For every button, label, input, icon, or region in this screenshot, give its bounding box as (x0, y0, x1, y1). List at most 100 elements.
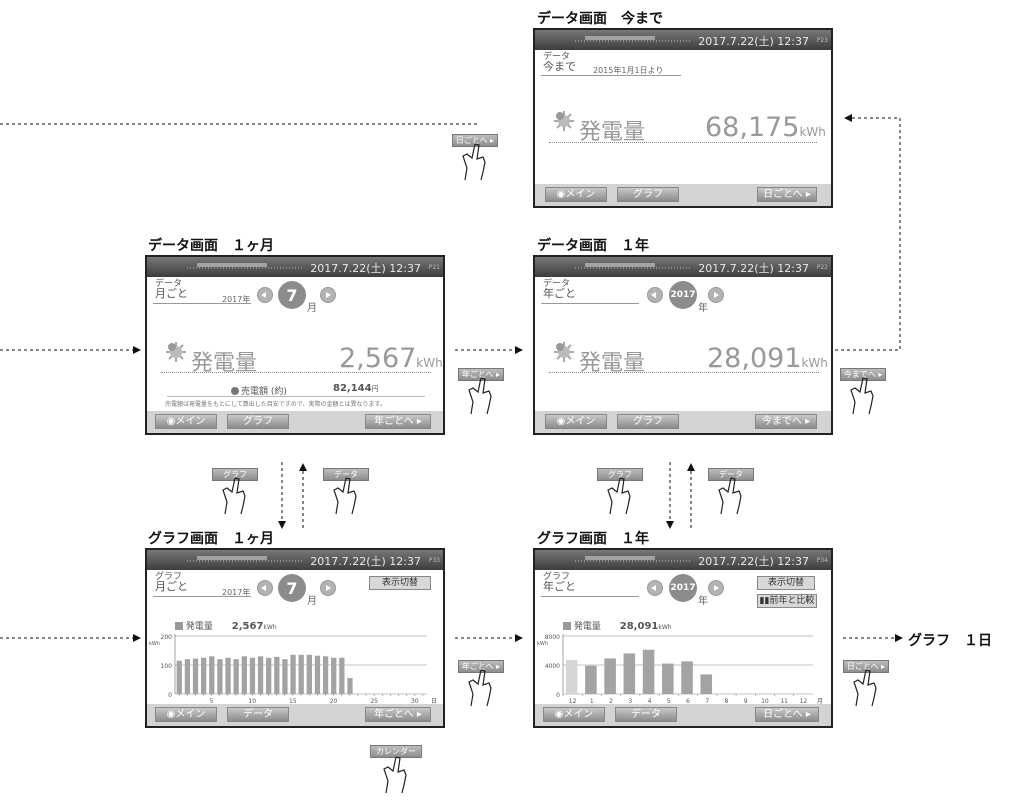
bar-day-21 (339, 657, 345, 694)
x-tick-label: 12 (800, 698, 808, 705)
main-button[interactable]: ◉メイン (545, 414, 607, 429)
screen-mode: 年ごと (543, 580, 576, 593)
signal-gauge-icon (575, 36, 690, 42)
bottom-bar: ◉メイン データ 日ごとへ ▸ (535, 704, 831, 726)
x-axis-unit: 月 (817, 698, 823, 705)
bar-month-6 (681, 661, 693, 694)
y-tick-label: 0 (556, 692, 560, 699)
page-number: P23 (816, 37, 828, 44)
dotted-divider (549, 142, 817, 143)
x-tick-label: 1 (590, 698, 594, 705)
graph-button[interactable]: グラフ (227, 414, 289, 429)
data-button[interactable]: データ (227, 707, 289, 722)
generation-value: 2,567kWh (339, 343, 443, 374)
x-tick-label: 10 (761, 698, 769, 705)
x-tick-label: 15 (289, 698, 297, 705)
dotted-divider (161, 372, 431, 373)
pointing-hand-icon (333, 477, 357, 515)
display-toggle-button[interactable]: 表示切替 (369, 576, 431, 590)
screen-mode: 年ごと (543, 287, 576, 300)
x-tick-label: 6 (686, 698, 690, 705)
next-year-button[interactable] (708, 580, 724, 596)
bar-day-2 (184, 659, 191, 694)
screen-mode: 月ごと (155, 287, 188, 300)
prev-month-button[interactable] (257, 287, 273, 303)
y-axis-unit: kWh (149, 641, 160, 647)
next-month-button[interactable] (320, 287, 336, 303)
tap-per-day-button[interactable]: 日ごとへ ▸ (843, 660, 889, 673)
main-button[interactable]: ◉メイン (155, 707, 217, 722)
pointing-hand-icon (222, 477, 246, 515)
pointing-hand-icon (462, 143, 486, 181)
title-graph-month: グラフ画面 １ヶ月 (148, 531, 274, 547)
screen-data-month: 2017.7.22(土) 12:37 P21 データ 月ごと 2017年 7 月… (145, 255, 445, 435)
y-tick-label: 0 (168, 692, 172, 699)
compare-prev-year-button[interactable]: ▮▮前年と比較 (757, 594, 817, 608)
title-data-year: データ画面 １年 (537, 238, 649, 254)
bar-day-11 (257, 656, 264, 694)
status-datetime: 2017.7.22(土) 12:37 (698, 555, 809, 568)
per-year-button[interactable]: 年ごとへ ▸ (365, 707, 431, 722)
next-month-button[interactable] (320, 580, 336, 596)
bar-day-10 (249, 657, 256, 694)
sell-amount-label: 売電額 (約) (231, 384, 287, 397)
x-tick-label: 30 (411, 698, 419, 705)
generation-label: 発電量 (191, 351, 258, 376)
screen-category: データ (155, 279, 183, 289)
divider (153, 303, 251, 304)
year-indicator: 2017 (669, 574, 697, 602)
bar-month-5 (662, 663, 674, 694)
screen-graph-month: 2017.7.22(土) 12:37 P33 グラフ 月ごと 2017年 7 月… (145, 548, 445, 728)
prev-year-button[interactable] (647, 287, 663, 303)
x-tick-label: 11 (780, 698, 788, 705)
pointing-hand-icon (718, 477, 742, 515)
year-label: 2017年 (222, 588, 251, 597)
main-button[interactable]: ◉メイン (545, 187, 607, 202)
bar-day-12 (266, 657, 272, 694)
bar-day-20 (331, 657, 337, 694)
display-toggle-button[interactable]: 表示切替 (757, 576, 815, 590)
main-button[interactable]: ◉メイン (155, 414, 217, 429)
year-suffix: 年 (698, 596, 708, 607)
pointing-hand-icon (850, 377, 874, 415)
title-data-total: データ画面 今まで (537, 11, 663, 27)
screen-graph-year: 2017.7.22(土) 12:37 P34 グラフ 年ごと 2017 年 表示… (533, 548, 833, 728)
until-now-button[interactable]: 今までへ ▸ (755, 414, 817, 429)
legend-generation: 発電量 28,091kWh (563, 619, 672, 632)
x-tick-label: 25 (370, 698, 378, 705)
per-year-button[interactable]: 年ごとへ ▸ (365, 414, 431, 429)
pointing-hand-icon (607, 477, 631, 515)
month-suffix: 月 (307, 596, 317, 607)
prev-month-button[interactable] (257, 580, 273, 596)
screen-category: グラフ (155, 572, 183, 582)
graph-button[interactable]: グラフ (617, 414, 679, 429)
bottom-bar: ◉メイン グラフ 年ごとへ ▸ (147, 411, 443, 433)
sell-amount-value: 82,144円 (333, 383, 379, 394)
screen-mode: 今まで (543, 60, 576, 73)
month-suffix: 月 (307, 303, 317, 314)
status-bar: 2017.7.22(土) 12:37 P34 (535, 550, 831, 570)
per-day-button[interactable]: 日ごとへ ▸ (755, 707, 819, 722)
y-tick-label: 100 (161, 663, 173, 670)
x-tick-label: 8 (725, 698, 729, 705)
sun-icon (554, 111, 574, 131)
next-year-button[interactable] (708, 287, 724, 303)
bottom-bar: ◉メイン グラフ 日ごとへ ▸ (535, 184, 831, 206)
main-button[interactable]: ◉メイン (543, 707, 605, 722)
per-day-button[interactable]: 日ごとへ ▸ (757, 187, 817, 202)
divider (541, 303, 639, 304)
month-indicator: 7 (278, 574, 306, 602)
dotted-divider (549, 372, 819, 373)
graph-button[interactable]: グラフ (617, 187, 679, 202)
divider (541, 596, 639, 597)
x-tick-label: 5 (210, 698, 214, 705)
data-button[interactable]: データ (615, 707, 677, 722)
prev-year-button[interactable] (647, 580, 663, 596)
x-tick-label: 7 (705, 698, 709, 705)
bar-day-3 (192, 658, 199, 694)
screen-category: データ (543, 52, 571, 62)
signal-gauge-icon (575, 263, 690, 269)
